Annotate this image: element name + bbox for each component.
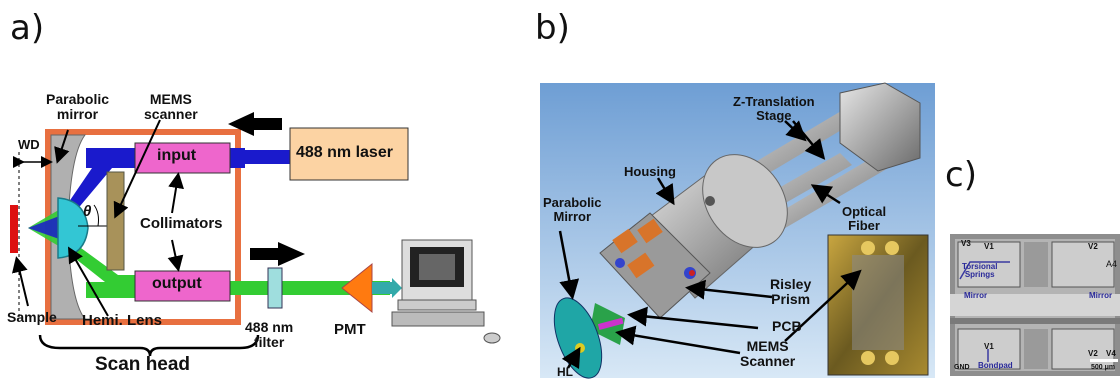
z-stage-label-line2: Stage	[756, 107, 792, 123]
torsional-springs-label-line1: Torsional	[962, 262, 998, 271]
panel-label-c: c)	[945, 155, 977, 195]
pmt-shape	[341, 262, 373, 314]
sample-shape	[10, 205, 18, 253]
hl-label: HL	[557, 365, 573, 379]
input-label: input	[157, 147, 197, 164]
collimators-label: Collimators	[140, 215, 223, 232]
filter-label-line2: filter	[253, 333, 285, 350]
wd-label: WD	[18, 137, 40, 152]
v1-bot-label: V1	[984, 342, 994, 351]
filter-label-line1: 488 nm	[245, 319, 294, 335]
mems-scanner-label-b: MEMS Scanner	[740, 339, 795, 368]
mems-scanner-label-b-line1: MEMS	[746, 338, 789, 354]
risley-prism-label: Risley Prism	[770, 277, 811, 306]
parabolic-mirror-label-line2: mirror	[56, 105, 99, 122]
v2-top-label: V2	[1088, 242, 1098, 251]
parabolic-mirror-label-b: Parabolic Mirror	[543, 196, 602, 223]
mems-scanner-label-line2: scanner	[144, 105, 198, 122]
mirror-left-label: Mirror	[964, 291, 988, 300]
rendering-3d	[540, 82, 935, 379]
mems-scanner-label: MEMS scanner	[144, 92, 198, 121]
torsional-springs-label-line2: Springs	[964, 270, 995, 280]
parabolic-mirror-label: Parabolic mirror	[46, 92, 109, 121]
z-stage-label-line1: Z-Translation	[733, 94, 815, 109]
z-stage-label: Z-Translation Stage	[733, 95, 815, 122]
sample-label: Sample	[7, 309, 57, 325]
computer-icon	[391, 239, 501, 344]
laser-box	[289, 127, 409, 181]
parabolic-mirror-label-line1: Parabolic	[46, 91, 110, 107]
scan-head-schematic	[10, 112, 501, 357]
housing-label: Housing	[624, 164, 676, 179]
scale-bar-label: 500 μm	[1091, 364, 1116, 371]
risley-prism-label-line1: Risley	[770, 276, 812, 292]
torsional-springs-label: Torsional Springs	[962, 262, 998, 280]
mems-scanner-label-line1: MEMS	[149, 91, 192, 107]
panel-label-b: b)	[535, 8, 570, 48]
pmt-label: PMT	[334, 321, 366, 338]
parabolic-mirror-label-b-line1: Parabolic	[543, 195, 602, 210]
v2-bot-label: V2	[1088, 349, 1098, 358]
output-collimator	[134, 270, 231, 302]
optical-fiber-label: Optical Fiber	[842, 205, 886, 232]
mems-micrograph	[950, 234, 1120, 376]
v1-top-label: V1	[984, 242, 994, 251]
scan-head-label: Scan head	[95, 354, 191, 375]
gnd-label: GND	[954, 364, 970, 371]
optical-fiber-label-line1: Optical	[842, 204, 887, 219]
filter-shape	[267, 267, 283, 309]
v3-label: V3	[961, 239, 971, 248]
mems-mirror-shape	[106, 171, 125, 271]
hemi-lens-shape	[57, 197, 89, 259]
parabolic-mirror-label-b-line2: Mirror	[553, 208, 592, 224]
input-collimator	[134, 142, 231, 174]
laser-label: 488 nm laser	[296, 144, 393, 161]
input-beam	[62, 148, 135, 218]
mems-scanner-label-b-line2: Scanner	[740, 352, 796, 369]
output-label: output	[152, 275, 202, 292]
optical-fiber-label-line2: Fiber	[848, 217, 880, 233]
hemi-lens-label: Hemi. Lens	[82, 312, 163, 329]
mirror-right-label: Mirror	[1089, 291, 1113, 300]
bondpad-label: Bondpad	[978, 361, 1013, 370]
a4-label: A4	[1106, 259, 1118, 269]
v4-label: V4	[1106, 349, 1116, 358]
filter-label: 488 nm filter	[245, 320, 293, 349]
theta-label: θ	[83, 203, 92, 220]
pcb-label: PCB	[772, 318, 802, 334]
risley-prism-label-line2: Prism	[771, 290, 811, 307]
panel-label-a: a)	[10, 8, 45, 48]
